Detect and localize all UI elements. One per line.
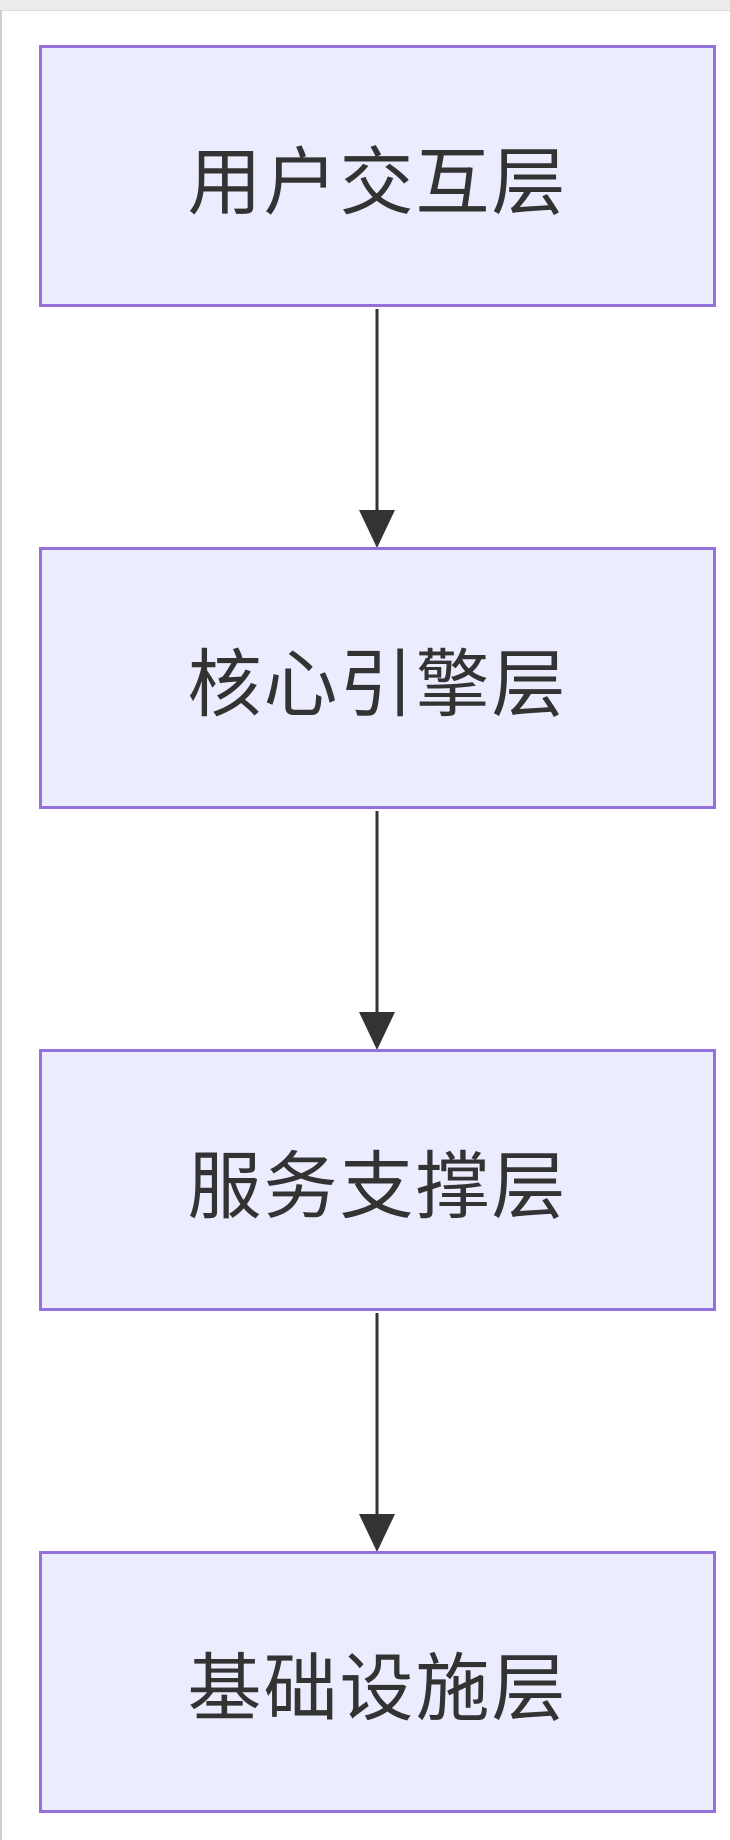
window-top-bar xyxy=(0,0,730,11)
node-label: 核心引擎层 xyxy=(187,641,568,728)
edge-user-to-core xyxy=(359,309,395,548)
edge-service-to-infra xyxy=(359,1313,395,1552)
node-label: 服务支撑层 xyxy=(187,1143,568,1230)
node-label: 用户交互层 xyxy=(187,139,568,226)
window-left-edge xyxy=(0,10,2,1840)
node-service-support-layer[interactable]: 服务支撑层 xyxy=(39,1049,716,1311)
edge-core-to-service xyxy=(359,811,395,1050)
node-label: 基础设施层 xyxy=(187,1645,568,1732)
node-infrastructure-layer[interactable]: 基础设施层 xyxy=(39,1551,716,1813)
node-user-interaction-layer[interactable]: 用户交互层 xyxy=(39,45,716,307)
node-core-engine-layer[interactable]: 核心引擎层 xyxy=(39,547,716,809)
